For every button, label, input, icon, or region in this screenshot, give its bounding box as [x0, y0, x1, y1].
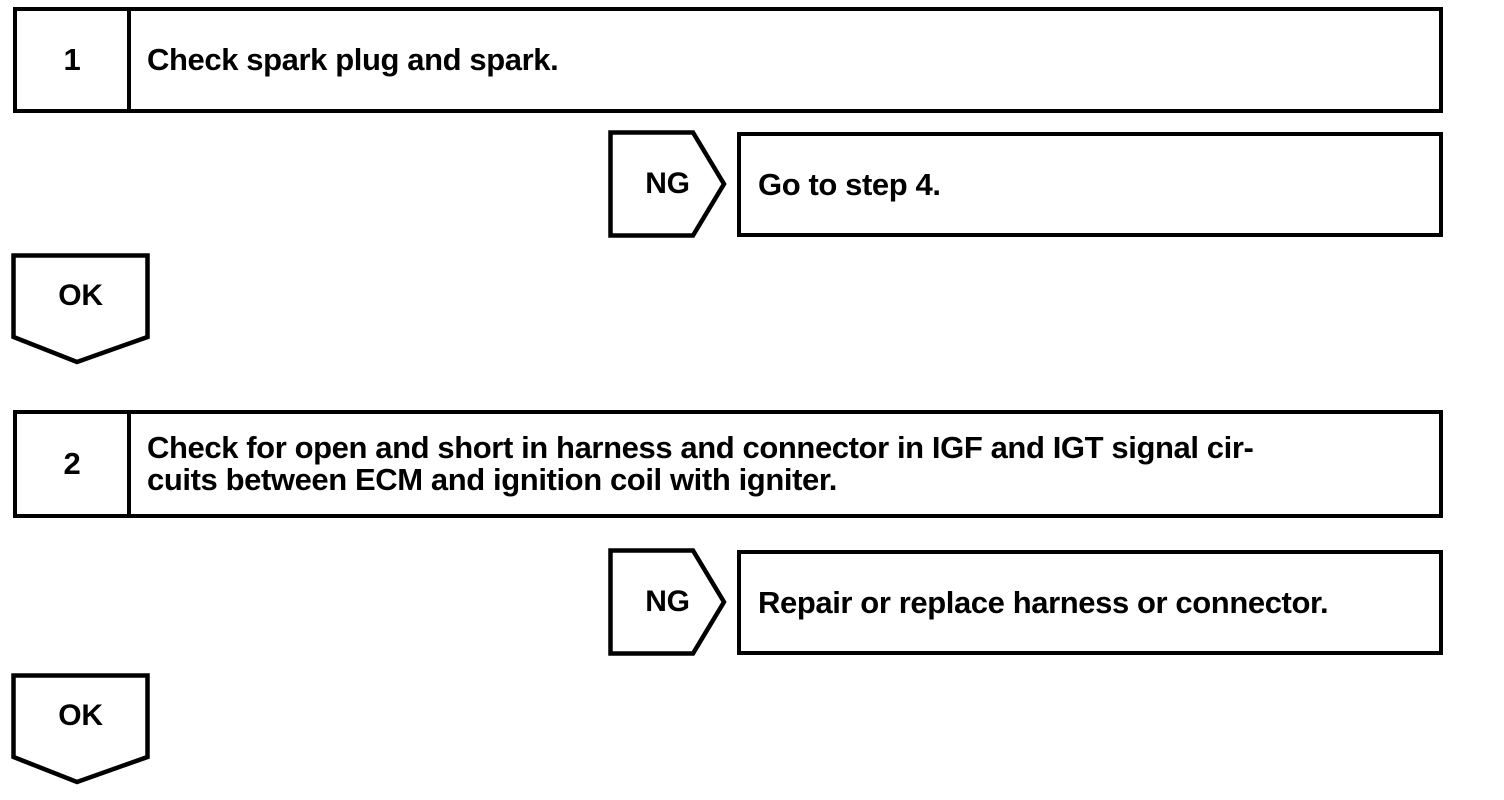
- step-2-instruction-line-1: Check for open and short in harness and …: [147, 430, 1254, 465]
- ng-branch-2: NG: [608, 548, 727, 656]
- ng-branch-2-result-box: Repair or replace harness or connector.: [737, 550, 1443, 655]
- ok-connector-2: OK: [11, 673, 150, 785]
- ok-connector-1: OK: [11, 253, 150, 365]
- step-2-instruction: Check for open and short in harness and …: [131, 414, 1439, 514]
- step-2-box: 2 Check for open and short in harness an…: [13, 410, 1443, 518]
- step-1-instruction-line: Check spark plug and spark.: [147, 42, 559, 77]
- step-1-instruction: Check spark plug and spark.: [131, 11, 1439, 109]
- ng-branch-1-result-box: Go to step 4.: [737, 132, 1443, 237]
- ok-pointer-shape-icon: [11, 673, 150, 785]
- step-2-instruction-line-2: cuits between ECM and ignition coil with…: [147, 462, 837, 497]
- step-2-number: 2: [17, 414, 131, 514]
- ng-arrow-shape-icon: [608, 130, 727, 238]
- ok-pointer-shape-icon: [11, 253, 150, 365]
- step-1-box: 1 Check spark plug and spark.: [13, 7, 1443, 113]
- step-1-number: 1: [17, 11, 131, 109]
- ng-branch-1: NG: [608, 130, 727, 238]
- ng-arrow-shape-icon: [608, 548, 727, 656]
